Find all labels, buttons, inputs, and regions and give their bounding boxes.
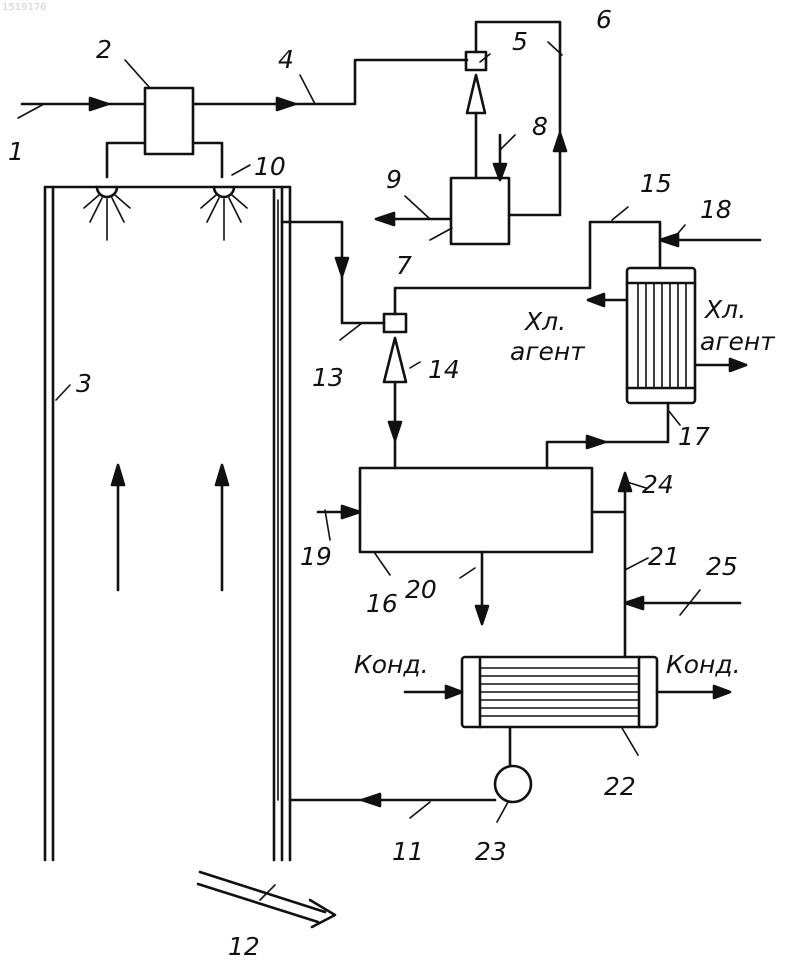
label-18: 18	[700, 195, 732, 224]
document-id: 1519176	[2, 2, 47, 13]
label-19: 19	[300, 542, 332, 571]
label-17: 17	[678, 422, 710, 451]
label-2: 2	[96, 35, 112, 64]
sprayer-left	[84, 187, 130, 240]
outlet-12	[198, 872, 335, 927]
label-20: 20	[405, 575, 437, 604]
label-16: 16	[366, 589, 398, 618]
ejector-14	[384, 314, 406, 468]
label-12: 12	[228, 932, 260, 961]
refrigerant-right-label-line1: Хл.	[703, 295, 746, 324]
condensate-in-label: Конд.	[354, 650, 429, 679]
sprayer-right	[201, 187, 247, 240]
word-labels: Хл. агент Хл. агент Конд. Конд.	[354, 295, 776, 679]
outlet-9	[376, 213, 451, 225]
line-4	[193, 60, 467, 110]
label-1: 1	[8, 137, 24, 166]
line-13	[282, 222, 384, 323]
column-flow-arrows	[112, 465, 228, 590]
refrigerant-left-label-line2: агент	[510, 337, 586, 366]
refrigerant-left-label-line1: Хл.	[523, 307, 566, 336]
separator-7	[451, 135, 509, 244]
condensate-line-17-16	[547, 403, 668, 468]
apparatus-2	[107, 88, 222, 177]
condensate-outlet	[657, 686, 730, 698]
condensate-inlet	[405, 686, 462, 698]
vessel-16	[360, 468, 592, 552]
label-13: 13	[312, 363, 344, 392]
column-3	[45, 187, 290, 860]
label-21: 21	[648, 542, 680, 571]
label-11: 11	[392, 837, 424, 866]
label-8: 8	[532, 112, 548, 141]
refrigerant-outlet-left	[588, 294, 627, 306]
outlet-20	[476, 552, 488, 624]
label-7: 7	[396, 251, 412, 280]
refrigerant-outlet-right	[695, 359, 746, 371]
label-14: 14	[428, 355, 460, 384]
inlet-19	[318, 506, 360, 518]
refrigerant-right-label-line2: агент	[700, 327, 776, 356]
label-5: 5	[512, 27, 528, 56]
label-9: 9	[386, 165, 402, 194]
pump-23	[495, 727, 531, 802]
label-10: 10	[254, 152, 286, 181]
heat-exchanger-22	[462, 657, 657, 727]
label-6: 6	[596, 5, 612, 34]
label-3: 3	[76, 369, 92, 398]
inlet-25	[625, 597, 740, 609]
return-line-11	[290, 794, 495, 806]
line-24	[592, 473, 631, 657]
condensate-out-label: Конд.	[666, 650, 741, 679]
label-4: 4	[278, 45, 294, 74]
heat-exchanger-17	[627, 268, 695, 403]
label-15: 15	[640, 169, 672, 198]
label-25: 25	[706, 552, 738, 581]
label-22: 22	[604, 772, 636, 801]
label-23: 23	[475, 837, 507, 866]
ejector-5	[466, 52, 486, 178]
feed-line-1	[22, 98, 145, 110]
label-24: 24	[642, 470, 674, 499]
